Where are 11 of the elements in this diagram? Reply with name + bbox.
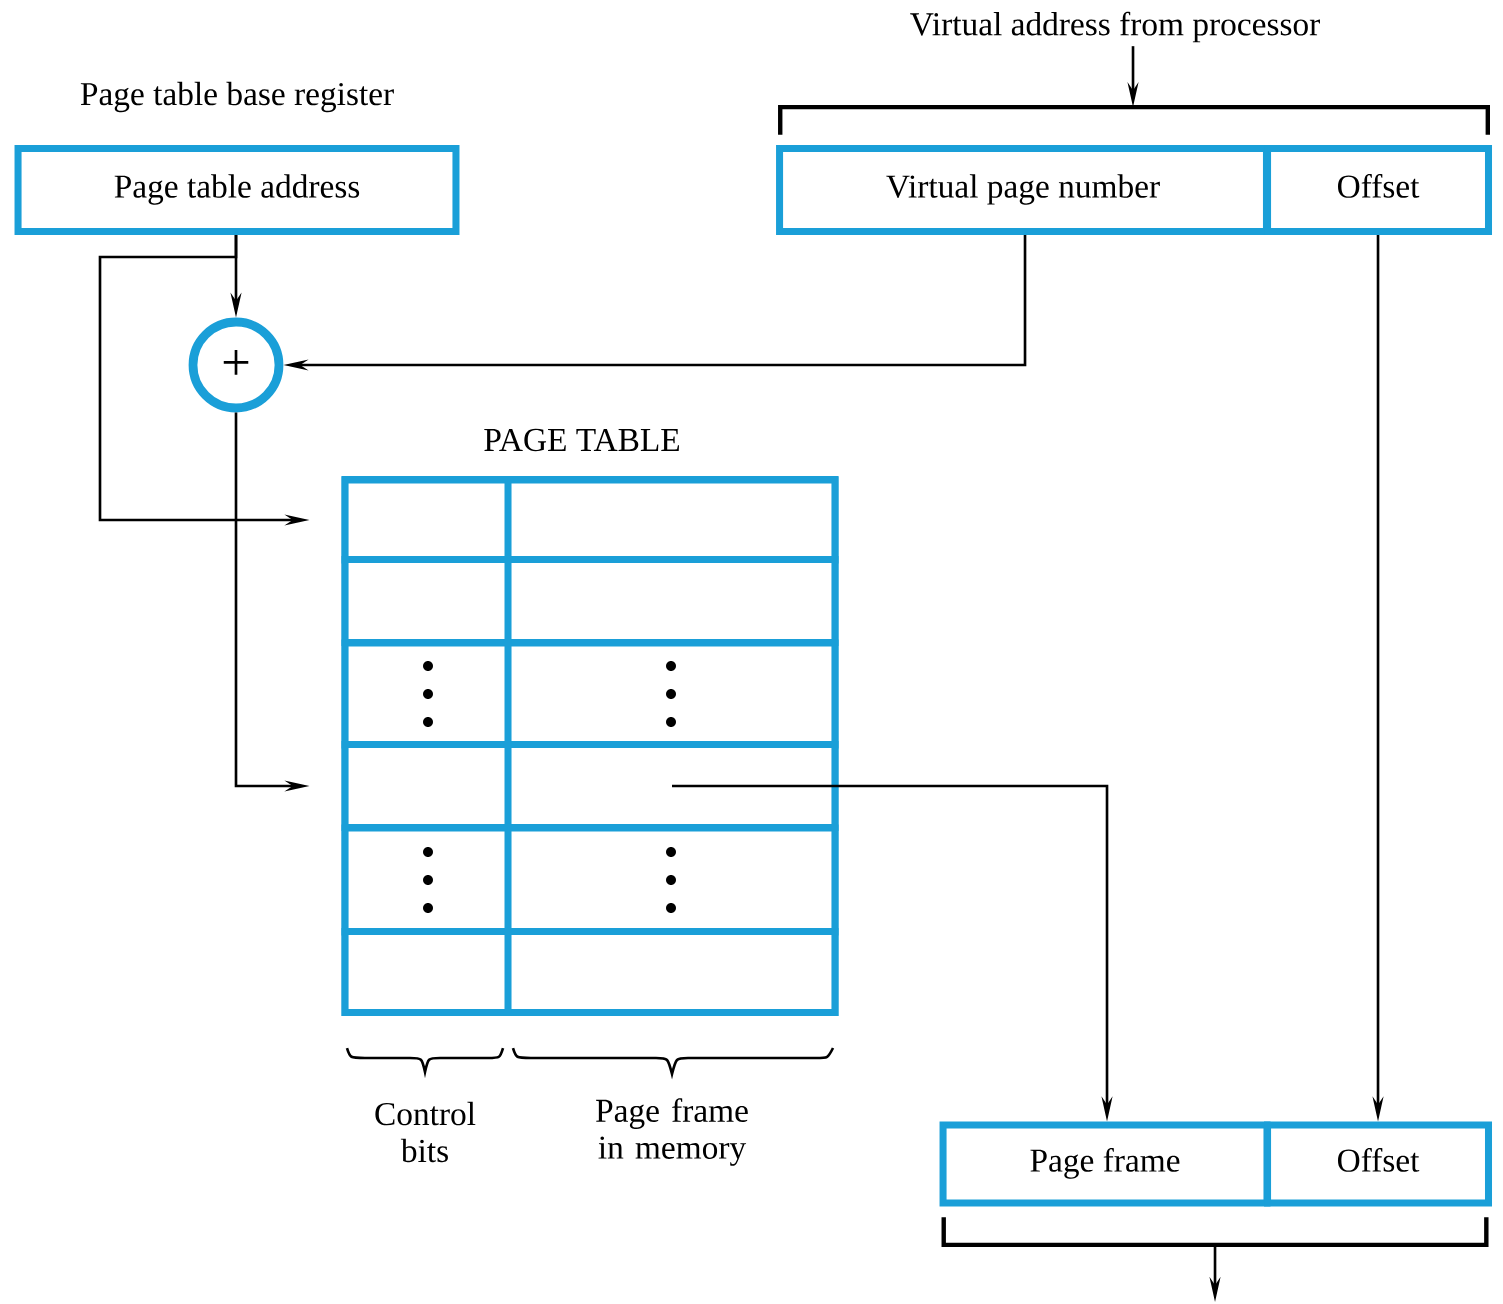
address-field: Page frame <box>939 1121 1271 1207</box>
heading-text: Virtual address from processor <box>910 11 1320 43</box>
register-label: Page table base register <box>80 81 394 113</box>
bracket <box>941 1217 1489 1248</box>
caption-text: Page frame in memory <box>596 1098 748 1166</box>
register-box: Page table address <box>14 145 460 235</box>
caption-text: Control bits <box>375 1101 476 1163</box>
table-row <box>341 928 839 1016</box>
bracket <box>778 104 1490 135</box>
table-heading: PAGE TABLE <box>484 428 679 452</box>
address-field: Offset <box>1264 1121 1492 1207</box>
